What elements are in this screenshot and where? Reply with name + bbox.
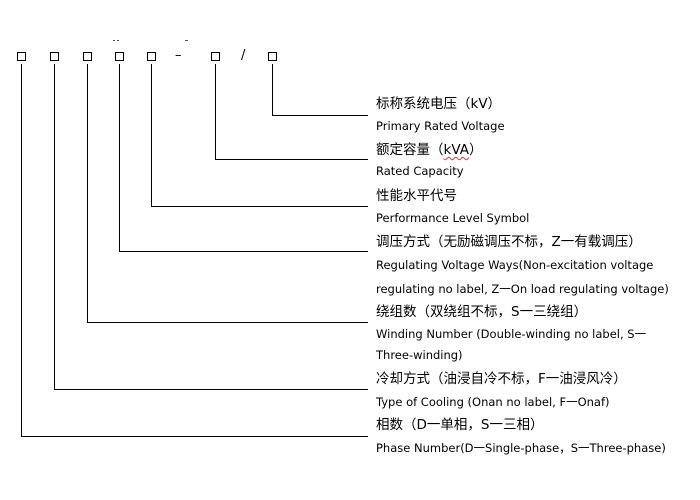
code-box-type-of-cooling (50, 52, 59, 61)
mark-above-regulating-box (113, 40, 115, 41)
label-en-regulating-voltage-line2: regulating no label, Z一On load regulatin… (376, 282, 669, 296)
label-cn-winding-number: 绕组数（双绕组不标，S一三绕组） (376, 304, 588, 320)
label-en-performance-level: Performance Level Symbol (376, 211, 530, 225)
code-box-winding-number (83, 52, 92, 61)
label-en-winding-number-line2: Three-winding) (376, 348, 463, 362)
label-en-type-of-cooling: Type of Cooling (Onan no label, F一Onaf) (376, 395, 610, 409)
label-cn-rated-capacity-end: ） (468, 142, 483, 158)
label-en-winding-number-line1: Winding Number (Double-winding no label,… (376, 327, 647, 341)
connector-rated-capacity (215, 64, 368, 160)
label-cn-regulating-voltage: 调压方式（无励磁调压不标，Z一有载调压） (376, 234, 642, 250)
connector-winding-number (87, 64, 368, 323)
label-en-primary-rated-voltage: Primary Rated Voltage (376, 119, 505, 133)
label-en-regulating-voltage-line1: Regulating Voltage Ways(Non-excitation v… (376, 258, 654, 272)
label-cn-phase-number: 相数（D一单相，S一三相） (376, 417, 544, 433)
connector-phase-number (21, 64, 368, 437)
label-cn-primary-rated-voltage: 标称系统电压（kV） (376, 96, 502, 112)
connector-performance-level (151, 64, 368, 207)
connector-primary-rated-voltage (272, 64, 368, 116)
model-separator-slash: / (241, 48, 246, 63)
label-cn-performance-level: 性能水平代号 (376, 188, 457, 204)
label-en-phase-number: Phase Number(D一Single-phase，S一Three-phas… (376, 441, 666, 455)
label-cn-type-of-cooling: 冷却方式（油浸自冷不标，F一油浸风冷） (376, 371, 627, 387)
label-cn-rated-capacity-main: 额定容量（ (376, 142, 444, 158)
model-separator-dash: – (175, 48, 182, 63)
code-box-regulating-voltage (115, 52, 124, 61)
mark-above-dash (185, 40, 188, 41)
code-box-primary-rated-voltage (268, 52, 277, 61)
connector-type-of-cooling (54, 64, 368, 390)
connector-regulating-voltage (119, 64, 368, 252)
code-box-rated-capacity (211, 52, 220, 61)
label-en-rated-capacity: Rated Capacity (376, 164, 464, 178)
code-box-performance-level (147, 52, 156, 61)
mark-above-regulating-box-2 (117, 40, 119, 41)
label-cn-rated-capacity-unit: kVA (443, 142, 469, 158)
label-cn-rated-capacity: 额定容量（kVA） (376, 141, 482, 159)
code-box-phase-number (17, 52, 26, 61)
